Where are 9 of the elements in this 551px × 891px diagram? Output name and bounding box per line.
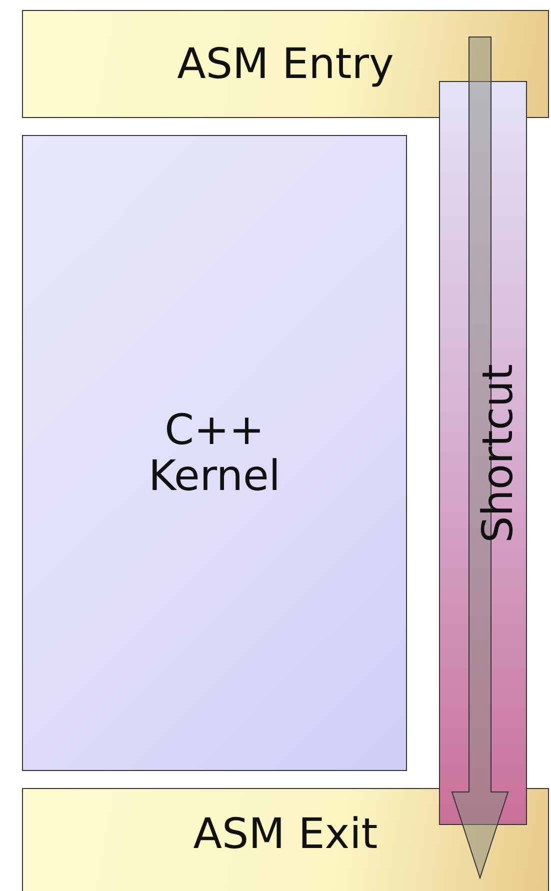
kernel-box bbox=[22, 135, 407, 771]
arrow bbox=[451, 36, 509, 880]
node-label: C++ Kernel bbox=[148, 406, 282, 500]
node-label: ASM Entry bbox=[177, 40, 394, 88]
entry-box bbox=[22, 10, 549, 118]
node-label: ASM Exit bbox=[193, 810, 378, 858]
exit-box bbox=[22, 788, 549, 891]
node-label: Shortcut bbox=[474, 364, 522, 542]
shortcut-band bbox=[439, 81, 527, 825]
